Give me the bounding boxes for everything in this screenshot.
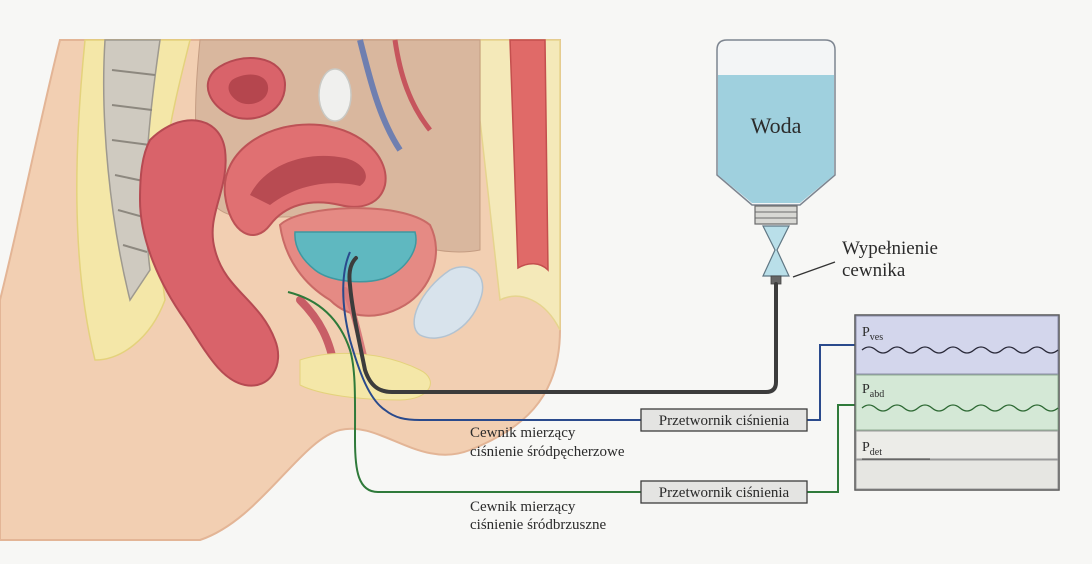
transducer-abdominal: Przetwornik ciśnienia (641, 481, 807, 503)
channel-ves-base: P (862, 325, 870, 340)
pelvis-anatomy (0, 40, 560, 540)
water-fill (718, 75, 834, 203)
water-label: Woda (751, 113, 802, 138)
water-bag: Woda (717, 40, 835, 284)
catheter-fill-label-2: cewnika (842, 260, 906, 281)
channel-abd-panel (856, 375, 1058, 430)
channel-det-sub: det (870, 447, 882, 458)
catheter-fill-label-1: Wypełnienie (842, 238, 938, 259)
pressure-monitor: Pves Pabd Pdet (855, 315, 1059, 490)
ovary (319, 69, 351, 121)
channel-blank-panel (856, 460, 1058, 489)
channel-abd-base: P (862, 382, 870, 397)
channel-ves-panel (856, 316, 1058, 374)
drip-chamber (763, 226, 789, 276)
channel-abd-sub: abd (870, 389, 884, 400)
abdominal-catheter-label-2: ciśnienie śródbrzuszne (470, 517, 607, 533)
channel-ves-sub: ves (870, 332, 883, 343)
vesical-catheter-label-2: ciśnienie śródpęcherzowe (470, 444, 625, 460)
abdominal-catheter-label-1: Cewnik mierzący (470, 499, 576, 515)
transducer-vesical-label: Przetwornik ciśnienia (659, 413, 790, 429)
channel-det-panel (856, 431, 1058, 459)
vesical-catheter-label-1: Cewnik mierzący (470, 425, 576, 441)
transducer-vesical: Przetwornik ciśnienia (641, 409, 807, 431)
channel-det-base: P (862, 440, 870, 455)
abdominal-catheter-to-monitor (807, 405, 855, 492)
transducer-abdominal-label: Przetwornik ciśnienia (659, 485, 790, 501)
bag-cap (755, 206, 797, 224)
vesical-catheter-to-monitor (807, 345, 855, 420)
fill-leader-line (793, 262, 835, 277)
